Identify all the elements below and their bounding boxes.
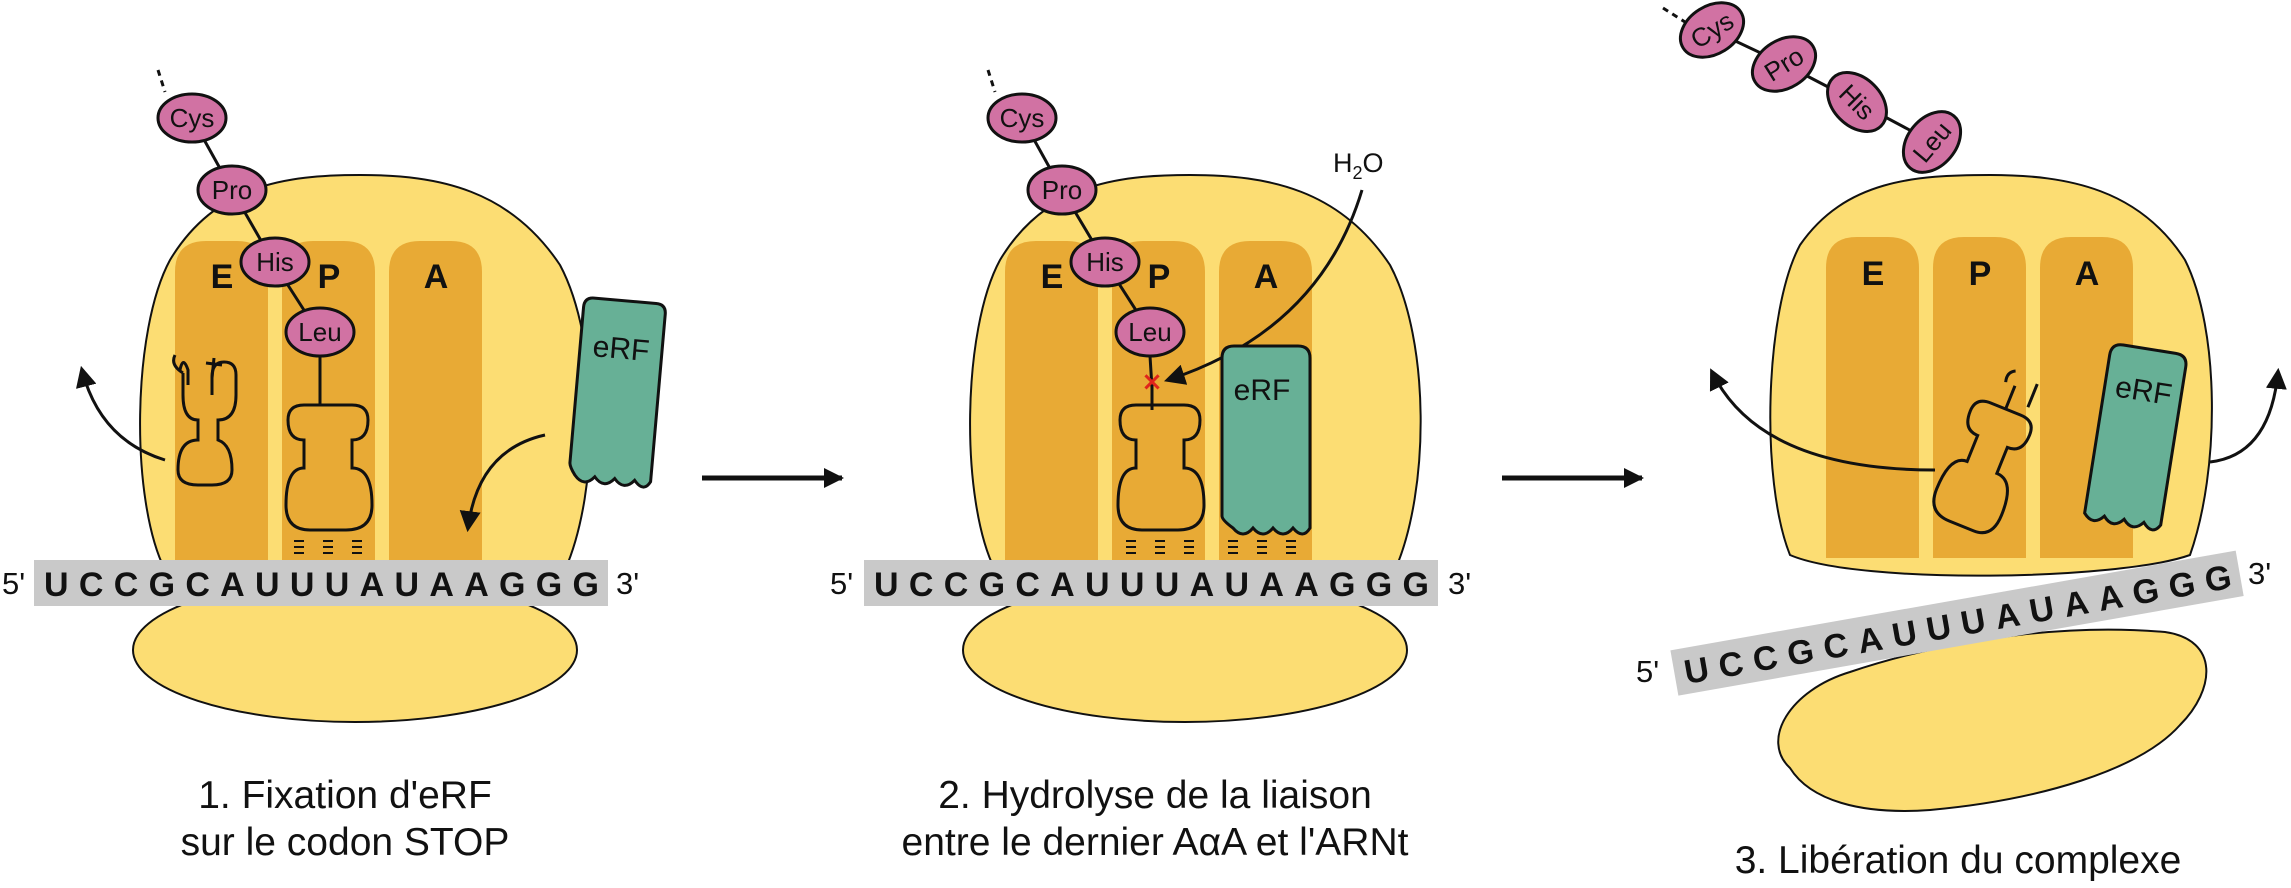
amino-acid-his bbox=[239, 236, 311, 288]
amino-acid-his-label: His bbox=[256, 247, 294, 277]
amino-acid-leu-label: Leu bbox=[1128, 317, 1171, 347]
site-p-label: P bbox=[1148, 258, 1171, 296]
caption-line-1: 3. Libération du complexe bbox=[1735, 839, 2182, 882]
amino-acid-leu-label: Leu bbox=[298, 317, 341, 347]
site-a-label: A bbox=[424, 258, 449, 296]
mrna-five-prime: 5' bbox=[2, 566, 25, 601]
mrna-three-prime: 3' bbox=[616, 566, 639, 601]
erf-factor: eRF bbox=[1220, 344, 1312, 536]
site-e bbox=[1826, 237, 1919, 558]
amino-acid-his-label: His bbox=[1086, 247, 1124, 277]
site-e-label: E bbox=[211, 258, 234, 296]
amino-acid-cys bbox=[986, 92, 1058, 144]
erf-factor: eRF bbox=[568, 296, 667, 489]
caption-line-1: 1. Fixation d'eRF bbox=[198, 774, 492, 817]
site-a-label: A bbox=[2075, 255, 2100, 293]
binding-arrow bbox=[459, 433, 546, 533]
amino-acid-pro bbox=[196, 164, 268, 216]
site-e bbox=[1005, 241, 1098, 563]
amino-acid-his bbox=[1069, 236, 1141, 288]
cut-mark: × bbox=[1141, 367, 1163, 397]
exit-arrow-trna bbox=[1709, 368, 1936, 472]
amino-acid-cys bbox=[156, 92, 228, 144]
amino-acid-his bbox=[1826, 71, 1888, 133]
mrna-five-prime: 5' bbox=[830, 566, 853, 601]
peptide-chain: Cys Pro His Leu bbox=[986, 69, 1186, 389]
caption-line-2: entre le dernier AαA et l'ARNt bbox=[902, 821, 1409, 864]
erf-mrna-contacts bbox=[1228, 540, 1296, 554]
mrna-five-prime: 5' bbox=[1636, 654, 1659, 689]
erf-label: eRF bbox=[591, 330, 650, 368]
site-e-label: E bbox=[1862, 255, 1885, 293]
mrna-three-prime: 3' bbox=[1448, 566, 1471, 601]
caption-line-1: 2. Hydrolyse de la liaison bbox=[938, 774, 1372, 817]
amino-acid-pro bbox=[1026, 164, 1098, 216]
released-trna bbox=[1932, 369, 2039, 535]
site-p-label: P bbox=[318, 258, 341, 296]
amino-acid-leu bbox=[1901, 110, 1963, 174]
codon-anticodon-pairing bbox=[1126, 540, 1194, 554]
exit-arrow-erf bbox=[2209, 367, 2287, 464]
amino-acid-cys-label: Cys bbox=[170, 103, 215, 133]
site-a-label: A bbox=[1254, 258, 1279, 296]
erf-label: eRF bbox=[1234, 374, 1291, 407]
trna-e bbox=[172, 354, 238, 487]
mrna-band bbox=[1670, 550, 2244, 696]
water-arrow bbox=[1164, 189, 1364, 385]
site-e bbox=[175, 241, 268, 563]
panel-3: E P A eRF Cys Pro His Leu bbox=[1636, 1, 2287, 882]
amino-acid-leu bbox=[1114, 306, 1186, 358]
amino-acid-leu bbox=[284, 306, 356, 358]
small-subunit bbox=[1777, 628, 2208, 812]
amino-acid-pro-label: Pro bbox=[1042, 175, 1082, 205]
mrna-band bbox=[864, 560, 1438, 606]
exit-arrow bbox=[76, 365, 166, 462]
peptide-chain: Cys Pro His Leu bbox=[156, 69, 356, 358]
mrna-band bbox=[34, 560, 608, 606]
amino-acid-cys-label: Cys bbox=[1000, 103, 1045, 133]
amino-acid-pro bbox=[1750, 35, 1818, 93]
water-label: H2O bbox=[1333, 148, 1384, 183]
site-p-label: P bbox=[1969, 255, 1992, 293]
site-e-label: E bbox=[1041, 258, 1064, 296]
panel-1: E P A Cys Pro His Leu bbox=[2, 69, 667, 864]
erf-factor: eRF bbox=[2083, 343, 2188, 532]
amino-acid-cys bbox=[1678, 1, 1746, 59]
caption-line-2: sur le codon STOP bbox=[181, 821, 510, 864]
amino-acid-pro-label: Pro bbox=[212, 175, 252, 205]
panel-2: E P A Cys Pro His Leu × bbox=[830, 69, 1471, 864]
released-peptide: Cys Pro His Leu bbox=[1662, 1, 1963, 174]
site-a bbox=[389, 241, 482, 563]
codon-anticodon-pairing bbox=[294, 540, 362, 554]
mrna-three-prime: 3' bbox=[2248, 556, 2271, 591]
